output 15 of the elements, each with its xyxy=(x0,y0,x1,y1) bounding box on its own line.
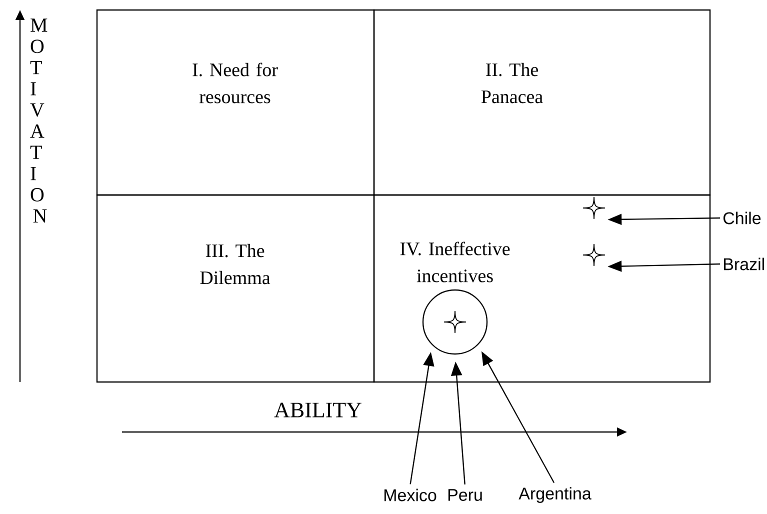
quadrant-cell: III. The Dilemma xyxy=(96,194,375,383)
axis-label: ABILITY xyxy=(274,402,362,418)
star-marker xyxy=(582,196,606,220)
country-label: Brazil xyxy=(724,258,764,270)
country-label: Mexico xyxy=(384,488,436,502)
country-label: Chile xyxy=(723,212,761,224)
country-label: Peru xyxy=(448,489,482,501)
quadrant-cell: IV. Ineffective incentives xyxy=(373,194,711,383)
star-marker xyxy=(582,244,606,266)
group-circle xyxy=(422,289,488,355)
axis-label: MOTIVATION xyxy=(30,18,48,222)
quadrant-cell: II. The Panacea xyxy=(373,9,711,196)
quadrant-cell: I. Need for resources xyxy=(96,9,375,196)
star-marker xyxy=(444,310,466,334)
country-label: Argentina xyxy=(518,487,592,503)
